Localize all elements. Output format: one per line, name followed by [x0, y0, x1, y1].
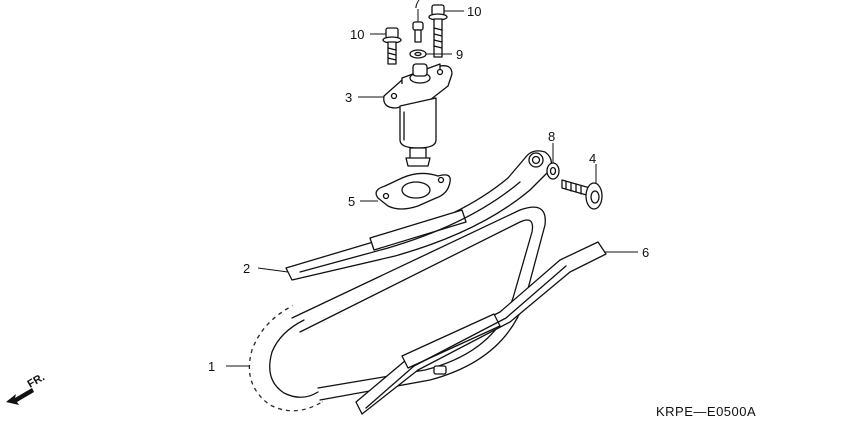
washer: [546, 162, 560, 180]
front-arrow-icon: [6, 388, 34, 405]
tensioner-slipper: [285, 150, 552, 281]
callout-2: 2: [243, 261, 250, 276]
callout-10-right: 10: [467, 4, 481, 19]
tensioner-gasket: [375, 172, 451, 210]
front-direction-indicator: FR.: [6, 371, 47, 405]
callout-10-left: 10: [350, 27, 364, 42]
callout-1: 1: [208, 359, 215, 374]
callout-5: 5: [348, 194, 355, 209]
sealing-washer: [409, 49, 427, 59]
callout-6: 6: [642, 245, 649, 260]
callout-7: 7: [413, 0, 420, 11]
leader-lines: [226, 9, 638, 367]
callout-3: 3: [345, 90, 352, 105]
flange-bolt-right: [428, 4, 448, 58]
front-label: FR.: [26, 371, 47, 390]
callout-8: 8: [548, 129, 555, 144]
tensioner-lifter: [383, 63, 453, 167]
callout-9: 9: [456, 47, 463, 62]
flange-bolt-left: [382, 27, 402, 65]
pivot-bolt: [561, 179, 603, 210]
cam-chain-guide: [355, 241, 607, 415]
drawing-code: KRPE—E0500A: [656, 404, 756, 419]
small-bolt: [412, 21, 424, 43]
callout-4: 4: [589, 151, 596, 166]
